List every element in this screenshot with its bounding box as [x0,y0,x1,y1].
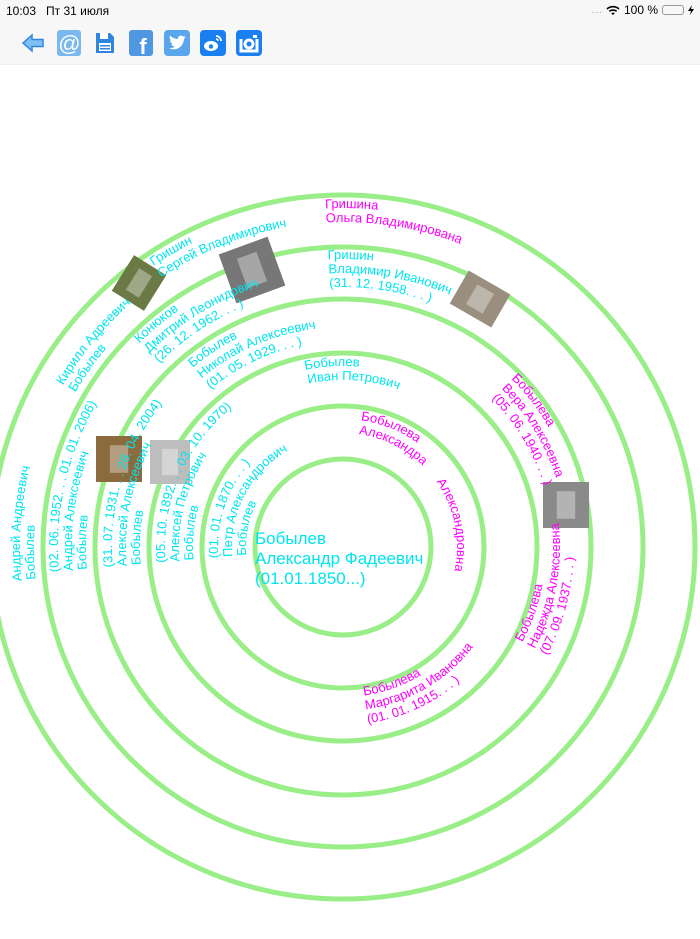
charging-bolt-icon [688,5,694,15]
photo-bobylev-andrey-alekseevich[interactable] [96,436,142,482]
generation-ring-6 [0,192,698,902]
status-bar: 10:03 Пт 31 июля .... 100 % [0,0,700,22]
label-line: Бобылев [303,354,360,373]
photo-bobyleva-vera[interactable] [449,270,511,328]
back-arrow-icon [21,33,44,53]
label-line: Бобылев [128,509,146,566]
battery-percent: 100 % [623,3,658,17]
battery-icon [662,5,684,15]
generation-rings [0,192,698,902]
save-button[interactable] [92,30,118,56]
photo-konyukov-dmitry[interactable] [111,255,167,311]
label-line: Ольга Владимирована [325,210,465,247]
root-dates: (01.01.1850...) [255,569,366,588]
label-line: Гришин [327,247,374,264]
label-line: Гришина [325,196,380,213]
generation-ring-5 [40,244,646,850]
facebook-icon: f [129,30,153,56]
floppy-disk-icon [96,33,114,53]
instagram-icon [236,30,262,56]
label-line: Александровна [434,475,469,574]
status-time: 10:03 [6,4,37,18]
root-surname: Бобылев [255,529,326,548]
instagram-button[interactable] [236,30,262,56]
generation-ring-4 [92,296,594,798]
photo-bobylev-nikolay[interactable] [218,236,286,304]
facebook-button[interactable]: f [128,30,154,56]
label-line: Кирилл Адреевич [53,294,133,387]
label-line: Бобылев [74,514,91,570]
wifi-icon [606,5,620,15]
status-right: .... 100 % [591,3,694,17]
status-date: Пт 31 июля [46,4,110,18]
email-button[interactable]: @ [56,30,82,56]
generation-ring-3 [146,350,540,744]
back-button[interactable] [20,30,46,56]
toolbar: @ f [0,22,700,65]
photo-bobylev-aleksey-alekseevich[interactable] [150,440,190,484]
generation-ring-1 [252,456,434,638]
generation-ring-2 [199,403,487,691]
svg-text:f: f [139,34,147,56]
twitter-icon [164,30,190,56]
at-sign-icon: @ [57,30,81,56]
label-line: Бобылев [22,524,39,580]
twitter-button[interactable] [164,30,190,56]
root-person[interactable]: Бобылев Александр Фадеевич (01.01.1850..… [255,529,423,588]
weibo-icon [200,30,226,56]
label-line: Иван Петрович [306,368,402,392]
root-name: Александр Фадеевич [255,549,423,568]
svg-text:@: @ [58,31,80,56]
photos-layer [96,236,589,528]
photo-bobyleva-nadezhda[interactable] [543,482,589,528]
signal-dots: .... [590,4,602,16]
weibo-button[interactable] [200,30,226,56]
